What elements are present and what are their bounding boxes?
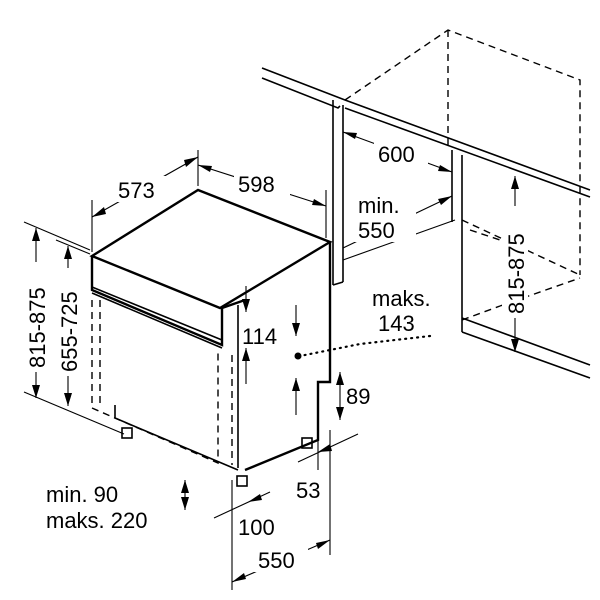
dim-niche-depth: min. 550 xyxy=(342,190,453,249)
dim-plinth-max-label: maks. 220 xyxy=(46,508,148,533)
plinth-back-a xyxy=(461,305,501,321)
foot-back-right xyxy=(301,437,313,449)
dim-height: 815-875 xyxy=(23,221,125,435)
dim-height-ext-bottom xyxy=(23,391,125,435)
dim-plinth-height-arrow-top xyxy=(336,372,344,385)
callout-panel-max-prefix: maks. xyxy=(372,286,431,311)
dim-niche-height-label: 815-875 xyxy=(504,233,529,314)
dim-width: 598 xyxy=(197,164,327,238)
dim-550-label: 550 xyxy=(258,548,295,573)
dim-body-height-ext-top xyxy=(55,239,91,255)
dim-height-arrow-bottom xyxy=(32,385,40,398)
plinth-edge-top xyxy=(461,331,591,379)
dim-niche-width-label: 600 xyxy=(378,142,415,167)
dim-panel-height-bg xyxy=(240,322,290,348)
dim-niche-height: 815-875 xyxy=(502,176,529,352)
dim-niche-height-arrow-top xyxy=(511,176,519,189)
dim-bottom: 100 550 xyxy=(213,430,331,590)
dim-foot-offset-arrow xyxy=(318,444,332,452)
control-panel-line-b xyxy=(91,292,223,349)
dim-plinth-range-arrow-bottom xyxy=(181,497,189,510)
niche-back-bottom-b xyxy=(469,229,501,241)
plinth-edge-mid xyxy=(461,317,591,366)
dim-panel-height-arrow-a xyxy=(242,299,250,312)
dim-width-arrow-a xyxy=(198,165,212,172)
control-panel-line-a xyxy=(91,286,223,341)
dim-550-arrow-b xyxy=(316,540,330,549)
callout-panel-max: maks. 143 xyxy=(294,286,432,360)
dim-panel-height-label: 114 xyxy=(242,324,277,349)
dim-niche-height-bg xyxy=(502,206,528,318)
dim-plinth-height-arrow-bottom xyxy=(336,407,344,420)
dim-height-label: 815-875 xyxy=(25,287,50,368)
foot-front-right xyxy=(236,475,248,487)
callout-dotted-leader xyxy=(298,334,432,358)
cabinet-niche xyxy=(261,29,591,379)
dim-100-arrow xyxy=(248,494,262,502)
dishwasher-body xyxy=(89,188,333,487)
dim-width-label: 598 xyxy=(238,172,275,197)
dim-height-bg xyxy=(24,262,48,372)
countertop-top-edge xyxy=(261,67,591,191)
dim-depth: 573 xyxy=(91,150,199,252)
countertop-lower-edge xyxy=(344,107,591,198)
dim-depth-arrow-a xyxy=(92,207,106,217)
dishwasher-top xyxy=(89,188,333,310)
dim-body-height-bg xyxy=(56,268,80,376)
dim-panel-ext-arrow-b xyxy=(292,378,300,391)
upper-cabinet-outline xyxy=(344,29,581,275)
dim-panel-height: 114 xyxy=(240,286,300,415)
dim-body-height-arrow-bottom xyxy=(64,393,72,406)
callout-panel-max-value: 143 xyxy=(378,311,415,336)
dim-height-arrow-top xyxy=(32,228,40,241)
plinth-front xyxy=(114,405,239,471)
callout-dot xyxy=(294,352,302,360)
dim-plinth-height: 89 xyxy=(336,372,370,420)
door-dashed-outline xyxy=(91,300,219,465)
dishwasher-right-side xyxy=(244,242,332,472)
dim-foot-offset-label: 53 xyxy=(296,478,320,503)
dim-body-height-label: 655-725 xyxy=(57,291,82,372)
dim-width-arrow-b xyxy=(312,199,326,206)
dim-height-ext-top xyxy=(23,221,91,251)
dim-niche-height-arrow-bottom xyxy=(511,339,519,352)
dim-niche-width-arrow-a xyxy=(343,132,357,139)
dim-panel-ext-arrow-a xyxy=(292,323,300,336)
dim-niche-depth-arrow xyxy=(438,196,452,205)
dim-panel-height-arrow-b xyxy=(242,348,250,361)
dim-niche-width-arrow-b xyxy=(438,165,452,172)
dim-body-height: 655-725 xyxy=(55,239,91,406)
dim-depth-label: 573 xyxy=(118,178,155,203)
foot-front-left xyxy=(121,427,133,439)
dim-niche-width: 600 xyxy=(342,131,453,173)
dim-niche-depth-value: 550 xyxy=(358,218,395,243)
dim-depth-arrow-b xyxy=(184,157,198,167)
dim-niche-width-bg xyxy=(374,140,428,166)
dim-plinth-range-arrow-top xyxy=(181,480,189,493)
dim-depth-bg xyxy=(112,176,170,202)
dim-foot-offset: 53 xyxy=(296,433,359,503)
dim-550-arrow-a xyxy=(232,573,246,582)
countertop-front-edge xyxy=(261,77,341,109)
control-panel-front xyxy=(90,256,224,347)
side-top-edge xyxy=(221,298,246,310)
dim-100-label: 100 xyxy=(238,515,275,540)
niche-left-panel-bottom xyxy=(332,281,344,286)
dim-niche-depth-bg xyxy=(352,190,416,242)
dim-plinth-height-label: 89 xyxy=(346,384,370,409)
dim-plinth-range: min. 90 maks. 220 xyxy=(46,480,189,533)
dim-550-bg xyxy=(254,548,308,572)
dim-niche-depth-prefix: min. xyxy=(358,193,400,218)
dim-width-bg xyxy=(234,170,290,196)
dim-plinth-min-label: min. 90 xyxy=(46,482,118,507)
dim-body-height-arrow-top xyxy=(64,246,72,259)
